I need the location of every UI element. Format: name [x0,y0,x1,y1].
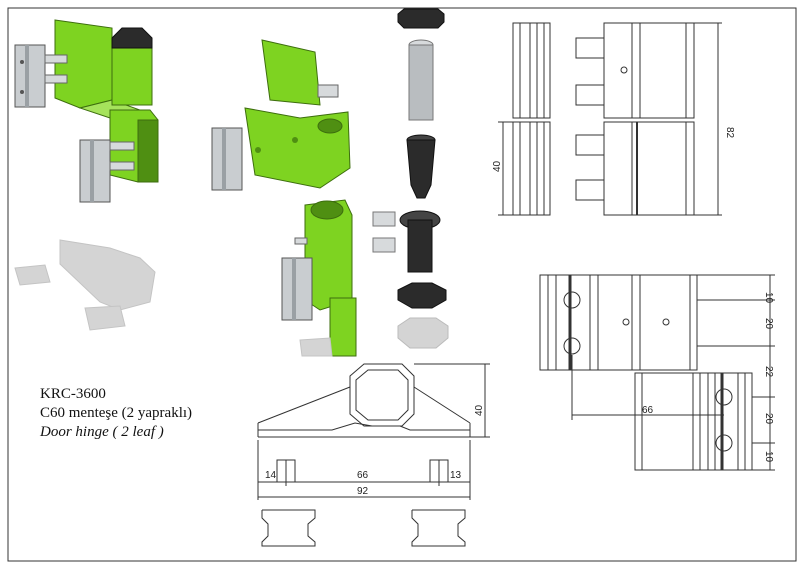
dim-section-66: 66 [357,470,369,481]
dim-side-82: 82 [724,127,735,139]
dim-section-92: 92 [357,486,369,497]
dim-plan-10a: 10 [763,292,774,304]
section-drawing [257,363,490,547]
product-name-en: Door hinge ( 2 leaf ) [40,424,164,440]
pin-parts [372,8,449,349]
product-caption: KRC-3600 C60 menteşe (2 yapraklı) Door h… [40,385,192,442]
cap-icon [111,27,153,49]
product-code: KRC-3600 [40,386,106,402]
side-view-drawing [498,22,722,216]
hinge-3d-assembled [14,19,159,203]
dim-plan-66: 66 [642,405,654,416]
dim-section-13: 13 [450,470,462,481]
hinge-flat-profile [14,239,156,331]
dim-plan-20b: 20 [763,413,774,425]
dim-section-14: 14 [265,470,277,481]
dim-plan-20a: 20 [763,318,774,330]
plan-view-drawing [539,274,775,471]
sheet-border [7,7,797,562]
dim-section-40: 40 [474,404,485,416]
dim-plan-22: 22 [763,366,774,378]
dim-side-40: 40 [492,160,503,172]
top-cap-icon [397,8,445,29]
hinge-3d-exploded [211,39,357,357]
product-name-tr: C60 menteşe (2 yapraklı) [40,405,193,421]
dim-plan-10b: 10 [763,451,774,463]
